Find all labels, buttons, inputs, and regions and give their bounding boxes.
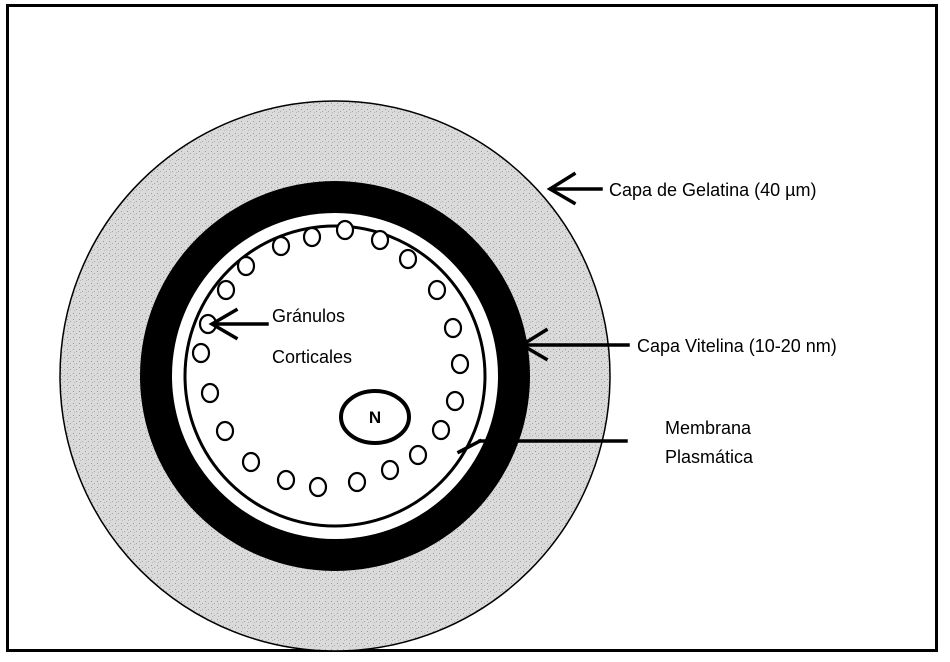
cortical-granule <box>273 237 289 255</box>
cortical-granule <box>433 421 449 439</box>
cortical-granule <box>429 281 445 299</box>
plasma-membrane-label-line2: Plasmática <box>665 447 754 467</box>
cortical-granule <box>447 392 463 410</box>
cortical-granule <box>382 461 398 479</box>
cortical-granule <box>202 384 218 402</box>
cortical-granule <box>278 471 294 489</box>
cortical-granule <box>349 473 365 491</box>
plasma-membrane-label-line1: Membrana <box>665 418 752 438</box>
nucleus-label: N <box>369 408 381 427</box>
cortical-granules-label-line1: Gránulos <box>272 306 345 326</box>
gelatin-layer-label: Capa de Gelatina (40 µm) <box>609 180 816 200</box>
cortical-granules-label-line2: Corticales <box>272 347 352 367</box>
vitelline-layer-label: Capa Vitelina (10-20 nm) <box>637 336 837 356</box>
plasma-membrane <box>185 226 485 526</box>
cortical-granule <box>445 319 461 337</box>
cortical-granule <box>452 355 468 373</box>
cortical-granule <box>310 478 326 496</box>
cortical-granule <box>243 453 259 471</box>
cortical-granule <box>410 446 426 464</box>
cortical-granule <box>218 281 234 299</box>
cortical-granule <box>337 221 353 239</box>
cortical-granule <box>400 250 416 268</box>
cortical-granule <box>238 257 254 275</box>
cortical-granule <box>372 231 388 249</box>
cortical-granule <box>217 422 233 440</box>
cortical-granule <box>304 228 320 246</box>
cortical-granule <box>193 344 209 362</box>
